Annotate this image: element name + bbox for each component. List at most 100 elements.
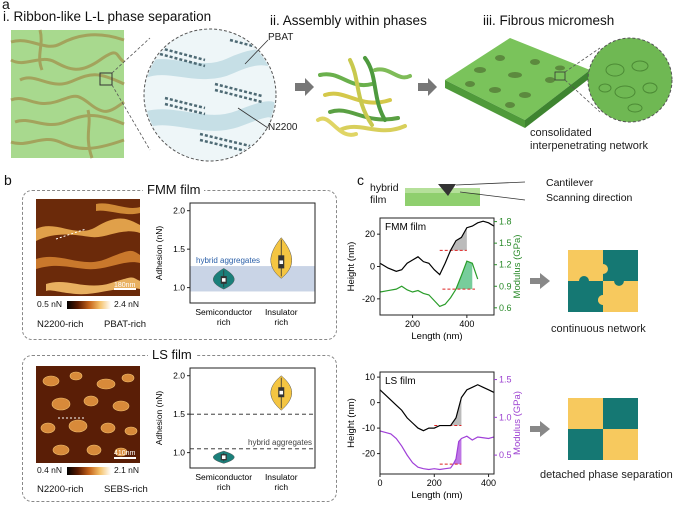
arrow-c-1 (530, 273, 550, 289)
x-tick-label: rich (274, 317, 288, 327)
y-axis-label: Adhesion (nN) (154, 391, 164, 446)
y-axis-label: Adhesion (nN) (154, 226, 164, 281)
continuous-network-puzzle (568, 250, 638, 312)
label-n2200: N2200 (268, 122, 298, 133)
fmm-colorbar (67, 301, 111, 309)
fmm-afm-image (36, 199, 140, 296)
ls-scalebar-label: 410nm (114, 450, 136, 457)
y-left-tick-label: -20 (362, 449, 375, 459)
y-right-tick-label: 1.0 (499, 412, 512, 422)
y-right-axis-label: Modulus (GPa) (512, 391, 523, 455)
cantilever-label: Cantilever (546, 177, 594, 189)
ls-colorbar-min: 0.4 nN (37, 465, 63, 475)
y-left-tick-label: -20 (362, 294, 375, 304)
fmm-colorbar-min: 0.5 nN (37, 299, 63, 309)
y-left-axis-label: Height (nm) (346, 398, 357, 448)
panel-a-letter: a (2, 0, 10, 12)
y-tick-label: 1.5 (173, 409, 185, 419)
ls-afm-image (36, 366, 140, 463)
modulus-line (379, 260, 479, 308)
y-left-tick-label: 10 (365, 372, 375, 382)
y-tick-label: 2.0 (173, 371, 185, 381)
cantilever-illustration (405, 181, 526, 206)
label-pbat: PBAT (268, 32, 294, 43)
y-right-tick-label: 0.5 (499, 450, 512, 460)
scanning-direction-label: Scanning direction (546, 192, 633, 204)
height-shaded-region (445, 397, 462, 426)
height-line (379, 220, 495, 276)
x-tick-label: rich (274, 482, 288, 492)
y-right-tick-label: 0.9 (499, 281, 512, 291)
arrow-c-2 (530, 421, 550, 437)
y-right-tick-label: 1.2 (499, 260, 512, 270)
modulus-shaded-region (456, 261, 473, 290)
micromesh-caption-1: consolidated (530, 127, 592, 139)
panel-b-letter: b (4, 172, 12, 188)
fmm-phase-left: N2200-rich (37, 319, 84, 330)
x-tick-label: rich (217, 317, 231, 327)
y-left-tick-label: 0 (370, 262, 375, 272)
y-right-tick-label: 0.6 (499, 303, 512, 313)
y-tick-label: 1.0 (173, 448, 185, 458)
hybrid-film-label-2: film (370, 194, 387, 206)
x-tick-label: 200 (405, 319, 420, 329)
ls-phase-right: SEBS-rich (104, 484, 148, 495)
ls-box-title: LS film (148, 347, 196, 362)
ls-colorbar-max: 2.1 nN (114, 465, 140, 475)
chart-title: LS film (385, 376, 416, 387)
x-tick-label: 400 (481, 478, 496, 488)
x-tick-label: Insulator (265, 307, 298, 317)
x-tick-label: 400 (459, 319, 474, 329)
y-right-tick-label: 1.8 (499, 217, 512, 227)
plot-frame (189, 202, 316, 304)
x-tick-label: 0 (377, 478, 382, 488)
fibrous-micromesh (445, 37, 673, 128)
height-line (379, 384, 495, 432)
phase-separation-square (10, 29, 125, 159)
band-label: hybrid aggregates (196, 256, 260, 265)
micromesh-caption-2: interpenetrating network (530, 140, 649, 152)
x-tick-label: Insulator (265, 472, 298, 482)
fmm-phase-right: PBAT-rich (104, 319, 147, 330)
chart-title: FMM film (385, 222, 426, 233)
arrow-a-1 (295, 78, 314, 96)
plot-frame (379, 371, 495, 475)
y-left-tick-label: 20 (365, 229, 375, 239)
arrow-a-2 (418, 78, 437, 96)
x-axis-label: Length (nm) (411, 490, 462, 501)
panel-a-illustrations (10, 28, 673, 162)
y-tick-label: 2.0 (173, 206, 185, 216)
y-left-axis-label: Height (nm) (346, 242, 357, 292)
y-right-axis-label: Modulus (GPa) (512, 235, 523, 299)
fmm-box-title: FMM film (143, 182, 205, 197)
x-tick-label: Semiconductor (195, 472, 252, 482)
y-tick-label: 1.5 (173, 244, 185, 254)
x-tick-label: Semiconductor (195, 307, 252, 317)
modulus-line (379, 430, 495, 471)
violin-median (221, 455, 226, 460)
height-shaded-region (450, 227, 467, 251)
continuous-network-caption: continuous network (551, 323, 646, 335)
fmm-colorbar-max: 2.4 nN (114, 299, 140, 309)
ls-colorbar (67, 467, 111, 475)
ls-phase-left: N2200-rich (37, 484, 84, 495)
violin-median (279, 260, 284, 265)
y-left-tick-label: 0 (370, 398, 375, 408)
violin-median (279, 390, 284, 395)
detached-phase-checker (568, 398, 638, 460)
y-right-tick-label: 1.5 (499, 375, 512, 385)
y-right-tick-label: 1.5 (499, 238, 512, 248)
zoom-circle-molecules (143, 28, 277, 162)
panel-c-letter: c (357, 172, 364, 188)
step-3-title: iii. Fibrous micromesh (483, 13, 615, 28)
plot-frame (189, 367, 316, 469)
violin-median (221, 278, 226, 282)
step-1-title: i. Ribbon-like L-L phase separation (3, 9, 212, 24)
hybrid-film-label-1: hybrid (370, 182, 399, 194)
detached-phase-caption: detached phase separation (540, 469, 673, 481)
y-tick-label: 1.0 (173, 283, 185, 293)
